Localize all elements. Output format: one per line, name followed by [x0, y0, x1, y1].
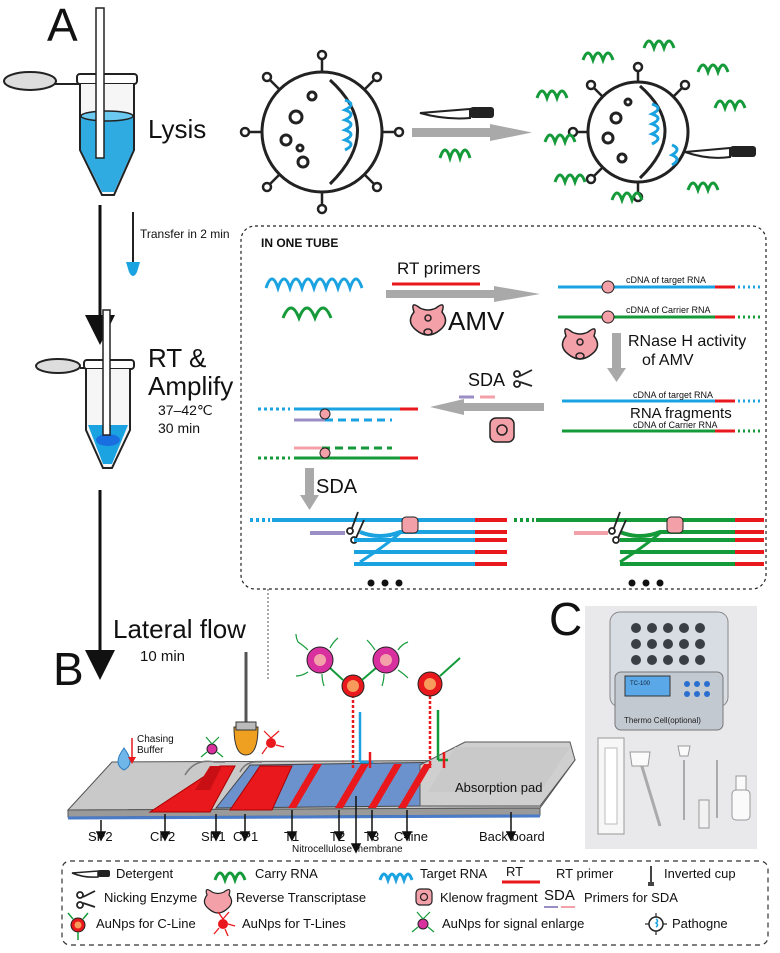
duration-label: 30 min: [158, 420, 201, 436]
legend-sda-symbol: SDA: [544, 887, 575, 904]
amv-enzyme-icon-2: [561, 328, 599, 360]
temperature-label: 37–42℃: [158, 402, 213, 418]
aunp-signal-icon-strip: [200, 736, 224, 758]
chasing-line2: Buffer: [137, 745, 164, 756]
strip-label-back-board: Back board: [479, 829, 545, 844]
input-rnas: [264, 277, 364, 323]
cdna-carrier-label-2: cDNA of Carrier RNA: [633, 420, 718, 430]
cdna-target-strand: [558, 280, 760, 294]
legend-aunps-signal: AuNps for signal enlarge: [442, 916, 585, 931]
legend-sda-primers: Primers for SDA: [584, 890, 678, 905]
transition-arrow: [412, 124, 532, 141]
legend-rt-primer: RT primer: [556, 866, 614, 881]
strip-label-t1: T1: [284, 829, 300, 844]
legend-reverse-transcriptase: Reverse Transcriptase: [236, 890, 367, 905]
legend-carry-rna: Carry RNA: [255, 866, 318, 881]
transfer-label: Transfer in 2 min: [140, 227, 230, 241]
legend-icons: [67, 866, 667, 940]
thermo-cell-label: Thermo Cell(optional): [624, 716, 701, 725]
carrier-rna-cloud: [535, 39, 747, 205]
cdna-target-label-2: cDNA of target RNA: [633, 390, 714, 400]
chasing-line1: Chasing: [137, 734, 174, 745]
cdna-carrier-label-1: cDNA of Carrier RNA: [626, 305, 711, 315]
in-one-tube-box: [240, 225, 767, 590]
scissors-icon: [513, 369, 533, 388]
rna-fragments-label: RNA fragments: [630, 405, 732, 422]
panel-letter-b: B: [53, 643, 84, 695]
rnase-line2: of AMV: [642, 352, 694, 369]
klenow-icon: [489, 417, 515, 443]
strip-label-c-line: C-line: [394, 829, 428, 844]
thermo-cell-photo: [585, 606, 757, 849]
rt-primers-label: RT primers: [397, 259, 481, 278]
legend-inverted-cup: Inverted cup: [664, 866, 736, 881]
amv-enzyme-icon: [409, 304, 447, 336]
chasing-buffer-droplet: [117, 738, 136, 771]
inverted-cup-dropper: [233, 652, 259, 756]
amplification-target: [250, 511, 507, 587]
sda-label-top: SDA: [468, 370, 506, 390]
panel-letter-c: C: [549, 593, 583, 645]
strip-label-sp1: SP1: [201, 829, 226, 844]
strip-label-t3: T3: [364, 829, 380, 844]
lateral-flow-strip: [66, 741, 576, 820]
strip-label-sp2: SP2: [88, 829, 113, 844]
knife-icon: [419, 107, 494, 120]
cdna-carrier-strand: [558, 310, 760, 324]
legend-pathogen: Pathogne: [672, 916, 728, 931]
lysis-label: Lysis: [148, 114, 207, 144]
in-one-tube-title: IN ONE TUBE: [261, 236, 339, 250]
chasing-buffer-label: Chasing Buffer: [137, 734, 174, 756]
strip-label-t2: T2: [330, 829, 346, 844]
legend-rt-symbol: RT: [506, 864, 524, 879]
lateral-flow-label: Lateral flow: [113, 614, 246, 644]
rnase-arrow: [607, 333, 626, 382]
panel-letter-a: A: [47, 0, 78, 51]
amv-label: AMV: [448, 306, 505, 336]
strip-label-cp1: CP1: [233, 829, 259, 844]
nitrocellulose-label: Nitrocellulose membrane: [292, 844, 403, 855]
legend-aunps-c: AuNps for C-Line: [96, 916, 196, 931]
legend-box: [61, 860, 769, 946]
rt-amplify-title: RT & Amplify: [148, 344, 233, 400]
sda-down-arrow: [300, 468, 319, 510]
c-line-complex: [417, 657, 461, 768]
rt-amplify-tube: [35, 309, 135, 469]
virus-lysed: [567, 61, 691, 203]
carrier-rna-added: [438, 148, 472, 164]
strip-label-cp2: CP2: [150, 829, 176, 844]
amplify-label: Amplify: [148, 371, 234, 401]
lateral-flow-time: 10 min: [140, 648, 186, 665]
knife-icon-2: [684, 146, 756, 159]
strip-label-arrows: [95, 796, 517, 854]
t-line-complex: [295, 633, 409, 770]
legend-target-rna: Target RNA: [420, 866, 488, 881]
virus-intact: [239, 49, 405, 215]
legend-detergent: Detergent: [116, 866, 174, 881]
process-arrow-back: [430, 399, 544, 415]
post-rnase-strands: [562, 399, 760, 433]
amplification-carrier: [514, 511, 764, 587]
legend-klenow: Klenow fragment: [440, 890, 538, 905]
lysis-tube: [3, 7, 138, 196]
process-arrow-1: [386, 286, 540, 302]
rnase-line1: RNase H activity: [628, 333, 747, 350]
pipette-icon: [126, 212, 140, 276]
legend-nicking: Nicking Enzyme: [104, 890, 198, 905]
cdna-target-label-1: cDNA of target RNA: [626, 275, 707, 285]
aunp-t-icon-strip: [261, 730, 285, 755]
rt-label: RT &: [148, 343, 207, 373]
sda-label-down: SDA: [316, 476, 358, 498]
legend-aunps-t: AuNps for T-Lines: [242, 916, 346, 931]
absorption-pad-label: Absorption pad: [455, 780, 543, 795]
device-screen-text: TC-100: [630, 681, 651, 687]
sda-mid-strands: [258, 407, 418, 460]
